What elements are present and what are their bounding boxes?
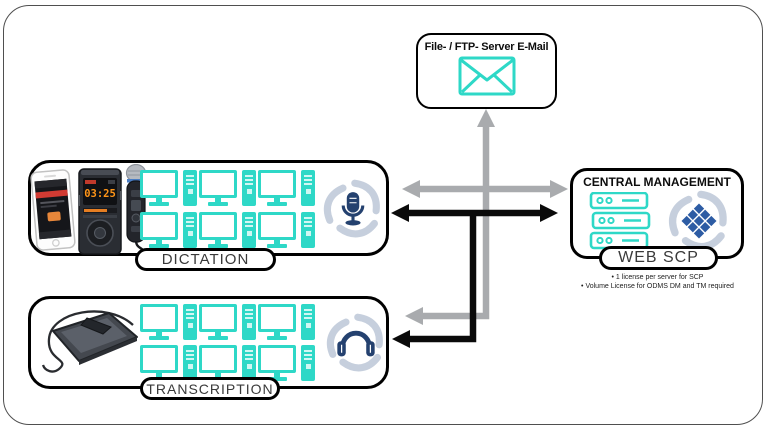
gray-right-arrowhead [550,180,568,198]
workstation [140,304,197,340]
monitor-icon [258,170,296,206]
odms-headphones-logo [326,313,383,372]
computer-tower-icon [183,212,197,248]
computer-tower-icon [183,345,197,381]
odms-scp-logo [668,190,727,251]
smartphone-icon [30,168,77,251]
computer-tower-icon [242,345,256,381]
file-server-title: File- / FTP- Server E-Mail [424,41,549,53]
outer-frame [3,5,763,425]
monitor-icon [258,304,296,340]
transcription-label-pill: TRANSCRIPTION [140,377,280,400]
workstation [258,170,315,206]
web-scp-label-pill: WEB SCP [599,246,718,270]
foot-pedal-icon [41,310,138,373]
computer-tower-icon [301,212,315,248]
workstation [140,345,197,381]
computer-tower-icon [301,345,315,381]
gray-up-arrowhead [477,109,495,127]
workstation [199,170,256,206]
central-management-box: CENTRAL MANAGEMENT [570,168,744,259]
gray-server-transcription-line [423,125,490,320]
computer-tower-icon [242,170,256,206]
gray-left-arrowhead [402,180,420,198]
computer-tower-icon [242,212,256,248]
monitor-icon [199,345,237,381]
workstation [258,345,315,381]
computer-tower-icon [183,304,197,340]
workstation [140,212,197,248]
workstation [199,212,256,248]
computer-tower-icon [183,170,197,206]
black-branch-transcription-line [410,213,477,343]
web-scp-label: WEB SCP [618,249,699,266]
black-right-arrowhead [540,204,558,222]
voice-recorder-icon: 03:25 [78,167,122,255]
transcription-box [28,296,389,389]
monitor-icon [258,345,296,381]
dictation-label-pill: DICTATION [135,248,276,271]
monitor-icon [140,345,178,381]
file-server-box: File- / FTP- Server E-Mail [416,33,557,109]
computer-tower-icon [301,304,315,340]
monitor-icon [140,212,178,248]
workstation [258,212,315,248]
central-management-title: CENTRAL MANAGEMENT [583,175,731,189]
black-left-arrowhead [391,204,409,222]
dictation-box: 03:25 [28,160,389,256]
monitor-icon [199,212,237,248]
diamond-grid-icon [681,203,717,239]
microphone-icon [341,192,365,226]
workstation [140,170,197,206]
monitor-icon [199,170,237,206]
server-stack-icon [589,192,651,250]
workstation [199,304,256,340]
monitor-icon [258,212,296,248]
note-line: • Volume License for ODMS DM and TM requ… [581,283,734,291]
monitor-icon [199,304,237,340]
odms-microphone-logo [323,179,380,238]
dictation-label: DICTATION [161,251,250,268]
workstation [258,304,315,340]
monitor-icon [140,304,178,340]
computer-tower-icon [301,170,315,206]
computer-tower-icon [242,304,256,340]
headphones-icon [337,330,375,357]
monitor-icon [140,170,178,206]
workstation [199,345,256,381]
black-left-arrowhead-bottom [392,330,410,348]
gray-left-arrowhead-bottom [405,307,423,325]
note-line: • 1 license per server for SCP [611,274,704,281]
transcription-label: TRANSCRIPTION [146,380,274,397]
envelope-icon [458,56,515,96]
central-management-notes: • 1 license per server for SCP • Volume … [555,273,760,292]
recorder-time-display: 03:25 [84,188,116,200]
